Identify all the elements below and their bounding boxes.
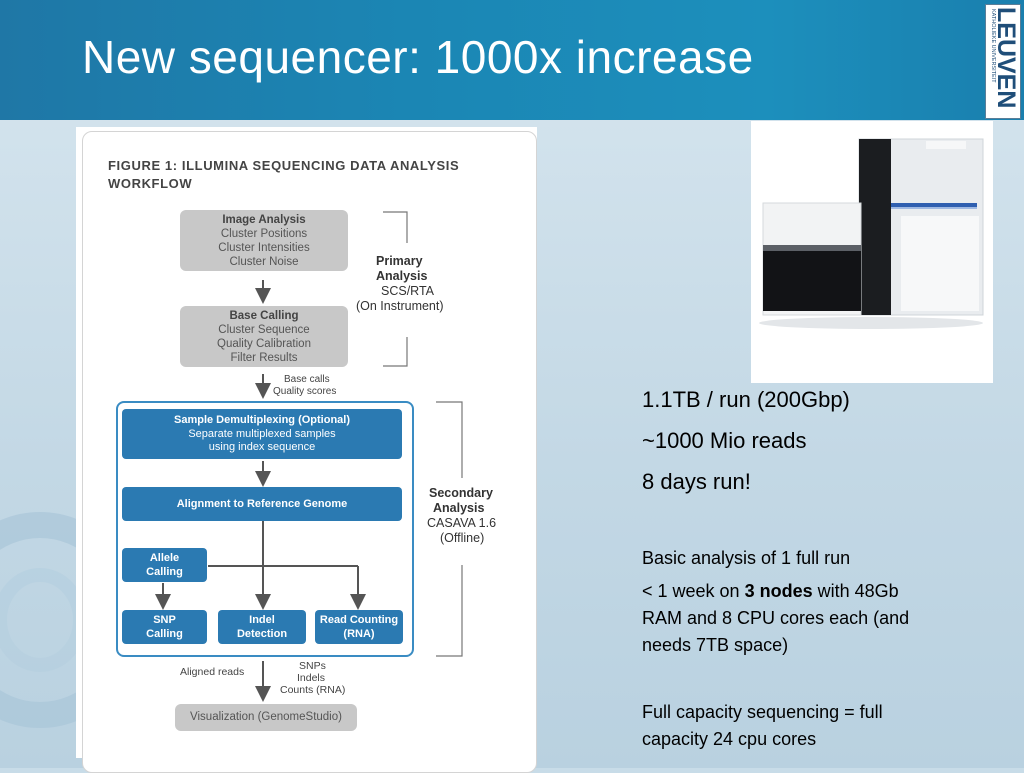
demux-line: Separate multiplexed samples — [188, 427, 336, 440]
title-bar: New sequencer: 1000x increase KATHOLIEKE… — [0, 0, 1024, 120]
demultiplexing-box: Sample Demultiplexing (Optional) Separat… — [122, 409, 402, 459]
indel-detection-box: Indel Detection — [218, 610, 306, 644]
snp-line: Calling — [146, 627, 183, 640]
image-analysis-line: Cluster Noise — [229, 256, 299, 268]
allele-calling-box: Allele Calling — [122, 548, 207, 582]
analysis-line2-pre: < 1 week on — [642, 581, 745, 601]
demux-line: using index sequence — [208, 441, 316, 453]
aligned-reads-label: Aligned reads — [180, 666, 245, 678]
stats-text: 1.1TB / run (200Gbp) ~1000 Mio reads 8 d… — [642, 387, 850, 495]
base-calling-line: Filter Results — [230, 352, 298, 364]
snp-line: SNP — [153, 614, 176, 626]
primary-analysis-label: Primary Analysis SCS/RTA (On Instrument) — [356, 254, 466, 314]
indel-line: Indel — [249, 614, 275, 626]
ku-leuven-logo: KATHOLIEKE UNIVERSITEIT LEUVEN — [985, 4, 1021, 119]
allele-line: Calling — [146, 565, 183, 578]
image-analysis-heading: Image Analysis — [222, 214, 306, 226]
primary-bracket — [383, 211, 408, 367]
sequencer-photo — [751, 121, 993, 383]
outputs-line: SNPs — [299, 660, 326, 672]
base-calls-note: Base calls Quality scores — [273, 374, 336, 398]
analysis-line3: RAM and 8 CPU cores each (and — [642, 608, 910, 628]
image-analysis-line: Cluster Intensities — [218, 242, 310, 254]
secondary-line2: Analysis — [433, 501, 485, 515]
alignment-label: Alignment to Reference Genome — [176, 498, 348, 510]
primary-line3: SCS/RTA — [381, 284, 435, 298]
analysis-line2-bold: 3 nodes — [744, 581, 813, 601]
demux-heading: Sample Demultiplexing (Optional) — [173, 414, 351, 426]
capacity-line2: capacity 24 cpu cores — [642, 729, 817, 749]
allele-line: Allele — [149, 552, 180, 564]
capacity-line1: Full capacity sequencing = full — [642, 702, 883, 722]
read-counting-box: Read Counting (RNA) — [315, 610, 403, 644]
indel-line: Detection — [236, 627, 288, 640]
alignment-box: Alignment to Reference Genome — [122, 487, 402, 521]
stats-line-runtime: 8 days run! — [642, 469, 751, 494]
stats-line-reads: ~1000 Mio reads — [642, 428, 807, 453]
analysis-line1: Basic analysis of 1 full run — [642, 548, 851, 568]
figure-title: FIGURE 1: ILLUMINA SEQUENCING DATA ANALY… — [108, 157, 508, 193]
primary-line2: Analysis — [376, 269, 428, 283]
slide-title: New sequencer: 1000x increase — [82, 31, 754, 83]
base-calling-heading: Base Calling — [229, 310, 299, 322]
capacity-text: Full capacity sequencing = full capacity… — [642, 699, 883, 753]
visualization-box: Visualization (GenomeStudio) — [175, 704, 357, 731]
secondary-line1: Secondary — [429, 486, 493, 500]
stats-line-throughput: 1.1TB / run (200Gbp) — [642, 387, 850, 412]
analysis-line2: < 1 week on 3 nodes with 48Gb — [642, 578, 909, 605]
figure-title-line2: WORKFLOW — [108, 176, 193, 191]
primary-line1: Primary — [376, 254, 423, 268]
logo-name: LEUVEN — [992, 7, 1020, 108]
snp-calling-box: SNP Calling — [122, 610, 207, 644]
secondary-line3: CASAVA 1.6 — [427, 516, 497, 530]
base-calls-note-line: Quality scores — [273, 386, 337, 397]
logo-subtitle: KATHOLIEKE UNIVERSITEIT — [990, 9, 996, 83]
read-counting-line: Read Counting — [319, 614, 399, 626]
visualization-label: Visualization (GenomeStudio) — [190, 711, 342, 723]
analysis-text: Basic analysis of 1 full run < 1 week on… — [642, 545, 909, 659]
secondary-line4: (Offline) — [440, 531, 485, 545]
image-analysis-line: Cluster Positions — [220, 228, 308, 240]
outputs-note: SNPs Indels Counts (RNA) — [280, 660, 345, 696]
figure-title-line1: FIGURE 1: ILLUMINA SEQUENCING DATA ANALY… — [108, 158, 460, 173]
analysis-line2-post: with 48Gb — [812, 581, 899, 601]
secondary-analysis-frame — [116, 401, 414, 657]
base-calls-note-line: Base calls — [284, 374, 330, 385]
secondary-analysis-label: Secondary Analysis CASAVA 1.6 (Offline) — [420, 486, 520, 546]
base-calling-line: Quality Calibration — [217, 338, 311, 350]
outputs-line: Counts (RNA) — [280, 684, 346, 696]
base-calling-box: Base Calling Cluster Sequence Quality Ca… — [180, 306, 348, 367]
secondary-bracket — [436, 401, 463, 657]
outputs-line: Indels — [297, 672, 326, 684]
read-counting-line: (RNA) — [343, 627, 375, 640]
base-calling-line: Cluster Sequence — [218, 324, 310, 336]
primary-line4: (On Instrument) — [356, 299, 444, 313]
image-analysis-box: Image Analysis Cluster Positions Cluster… — [180, 210, 348, 271]
analysis-line4: needs 7TB space) — [642, 635, 789, 655]
